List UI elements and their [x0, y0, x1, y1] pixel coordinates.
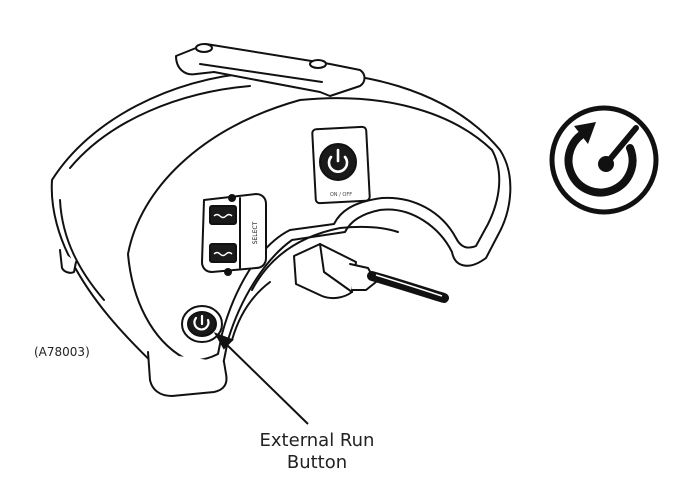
- housing-side-tab: [59, 249, 77, 274]
- mode-led-top: [228, 194, 236, 202]
- onoff-label: ON / OFF: [330, 192, 352, 198]
- mode-button-top[interactable]: [209, 205, 237, 225]
- housing-rim-line-2: [69, 85, 251, 169]
- power-cable-highlight: [375, 274, 443, 297]
- mode-button-bottom[interactable]: [209, 243, 237, 263]
- housing-inner-lip: [251, 225, 399, 291]
- bracket-screw-left: [195, 43, 213, 53]
- select-label: SELECT: [252, 221, 259, 244]
- top-bracket-rib: [199, 63, 323, 83]
- callout-arrow: [213, 332, 309, 425]
- housing-inner-lip-2: [231, 281, 271, 341]
- run-timer-icon: [549, 105, 659, 215]
- pool-mode-icon: [213, 213, 233, 219]
- external-run-glyph: [193, 314, 210, 331]
- callout-line-1: External Run: [259, 430, 375, 451]
- figure-id: (A78003): [34, 345, 90, 359]
- power-icon: [327, 148, 349, 173]
- external-run-button-callout: External Run Button: [222, 430, 412, 474]
- top-mounting-bracket: [175, 43, 366, 97]
- power-cable: [367, 271, 449, 303]
- housing-inner-shell: [127, 97, 501, 362]
- bracket-screw-right: [309, 59, 327, 69]
- mode-led-bottom: [224, 268, 232, 276]
- spa-mode-icon: [213, 251, 233, 257]
- housing-foot-left: [147, 351, 228, 397]
- cable-connector-face: [319, 243, 353, 293]
- callout-line-2: Button: [286, 452, 348, 473]
- housing-rim-line: [59, 199, 105, 301]
